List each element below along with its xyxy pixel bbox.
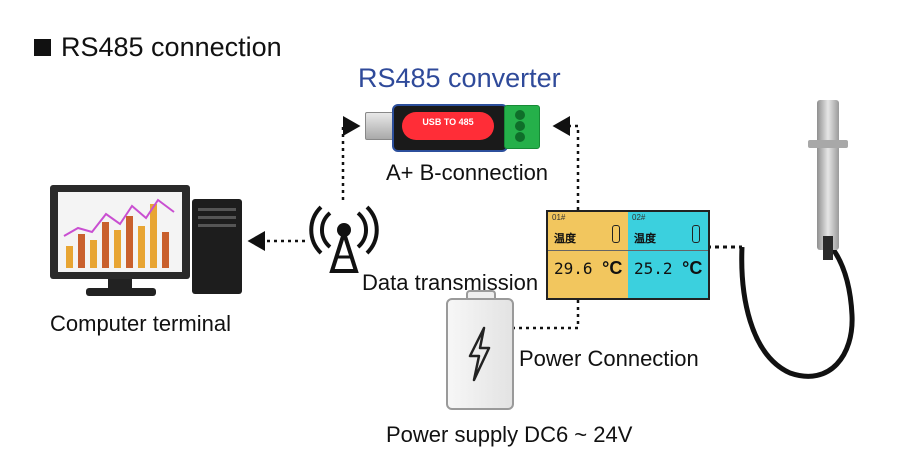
display-to-terminal-line xyxy=(552,116,580,210)
tower-slot xyxy=(198,224,236,227)
temperature-reading: 25.2 °C xyxy=(634,258,702,279)
battery-icon xyxy=(446,298,514,410)
terminal-screw-icon xyxy=(515,132,525,142)
temperature-sensor-probe xyxy=(817,100,839,250)
connection-label: A+ B-connection xyxy=(386,160,549,185)
antenna-to-usb-line xyxy=(341,116,361,200)
sensor-cable xyxy=(739,235,855,379)
terminal-screw-icon xyxy=(515,110,525,120)
chart-screen-icon xyxy=(58,192,182,272)
data-transmission-label: Data transmission xyxy=(362,270,539,295)
converter-ring xyxy=(402,112,494,140)
converter-title: RS485 converter xyxy=(358,63,561,93)
channel-label: 02# xyxy=(632,213,646,222)
temperature-unit: °C xyxy=(682,258,703,278)
thermometer-icon xyxy=(692,225,700,243)
section-title-text: RS485 connection xyxy=(61,32,282,62)
section-title: RS485 connection xyxy=(34,32,282,63)
monitor-base xyxy=(86,288,156,296)
channel-label: 01# xyxy=(552,213,566,222)
lightning-icon xyxy=(468,326,491,382)
thermometer-icon xyxy=(612,225,620,243)
temperature-value: 29.6 xyxy=(554,259,593,278)
monitor-stand xyxy=(108,279,132,289)
sensor-flange xyxy=(808,140,848,148)
display-module: 01# 温度 29.6 °C 02# 温度 25.2 °C xyxy=(546,210,710,300)
square-bullet-icon xyxy=(34,39,51,56)
battery-cap xyxy=(466,290,496,301)
tower-slot xyxy=(198,216,236,219)
temperature-unit: °C xyxy=(602,258,623,278)
usb-plug xyxy=(365,112,397,140)
panel-label: 温度 xyxy=(634,233,656,245)
power-supply-label: Power supply DC6 ~ 24V xyxy=(386,422,633,447)
antenna-icon xyxy=(309,205,379,273)
temperature-value: 25.2 xyxy=(634,259,673,278)
power-connection-label: Power Connection xyxy=(519,346,699,371)
pc-tower xyxy=(192,199,242,294)
tower-slot xyxy=(198,208,236,211)
panel-label: 温度 xyxy=(554,233,576,245)
display-panel-left: 01# 温度 29.6 °C xyxy=(548,212,628,298)
sensor-cable-boot xyxy=(823,236,833,260)
terminal-screw-icon xyxy=(515,121,525,131)
display-panel-right: 02# 温度 25.2 °C xyxy=(628,212,708,298)
computer-label: Computer terminal xyxy=(50,311,231,336)
converter-label: USB TO 485 xyxy=(422,117,474,127)
battery-to-display-line xyxy=(512,298,580,330)
temperature-reading: 29.6 °C xyxy=(554,258,622,279)
